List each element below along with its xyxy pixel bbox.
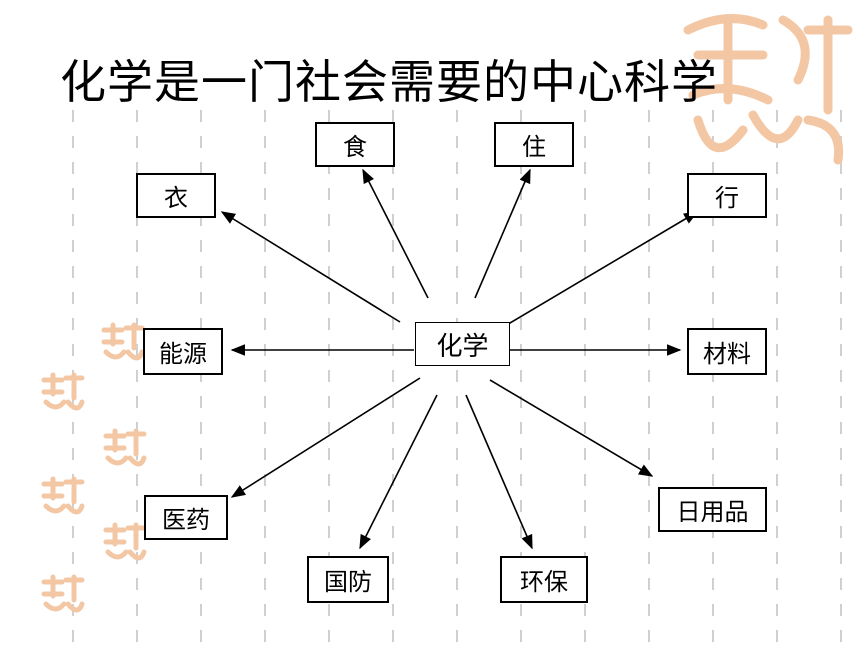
node-defense: 国防 (307, 556, 389, 603)
seal-watermark-small (103, 522, 147, 561)
arrow-to-environment (465, 394, 533, 550)
node-clothing: 衣 (136, 173, 216, 218)
node-food: 食 (315, 122, 395, 167)
center-node-chemistry: 化学 (415, 322, 510, 366)
node-transport: 行 (687, 173, 767, 218)
node-label: 能源 (159, 340, 207, 368)
arrow-to-food (362, 168, 429, 299)
arrow-to-medicine (230, 377, 421, 498)
arrow-to-clothing (220, 211, 401, 323)
node-housing: 住 (494, 122, 574, 167)
node-label: 材料 (703, 340, 751, 368)
node-daily-goods: 日用品 (658, 487, 767, 532)
node-label: 食 (343, 133, 367, 161)
center-node-label: 化学 (436, 331, 489, 362)
seal-watermark-small (101, 322, 145, 361)
node-materials: 材料 (687, 328, 767, 375)
node-label: 医药 (162, 506, 210, 534)
arrow-to-housing (474, 168, 531, 299)
node-label: 环保 (520, 568, 568, 596)
node-label: 日用品 (676, 498, 749, 526)
seal-watermark-small (41, 476, 85, 515)
node-label: 行 (715, 184, 739, 212)
seal-watermark-small (41, 574, 85, 613)
seal-watermark-small (41, 372, 85, 411)
arrow-to-defense (359, 394, 438, 550)
node-energy: 能源 (143, 328, 223, 375)
seal-watermark-large (683, 14, 853, 165)
slide-title: 化学是一门社会需要的中心科学 (60, 55, 718, 109)
arrow-to-daily-goods (489, 379, 654, 477)
node-label: 住 (522, 133, 546, 161)
seal-watermark-small (103, 428, 147, 467)
node-label: 衣 (164, 184, 188, 212)
node-label: 国防 (324, 568, 372, 596)
node-medicine: 医药 (144, 495, 228, 540)
node-environment: 环保 (500, 556, 588, 603)
arrow-to-transport (504, 211, 699, 327)
